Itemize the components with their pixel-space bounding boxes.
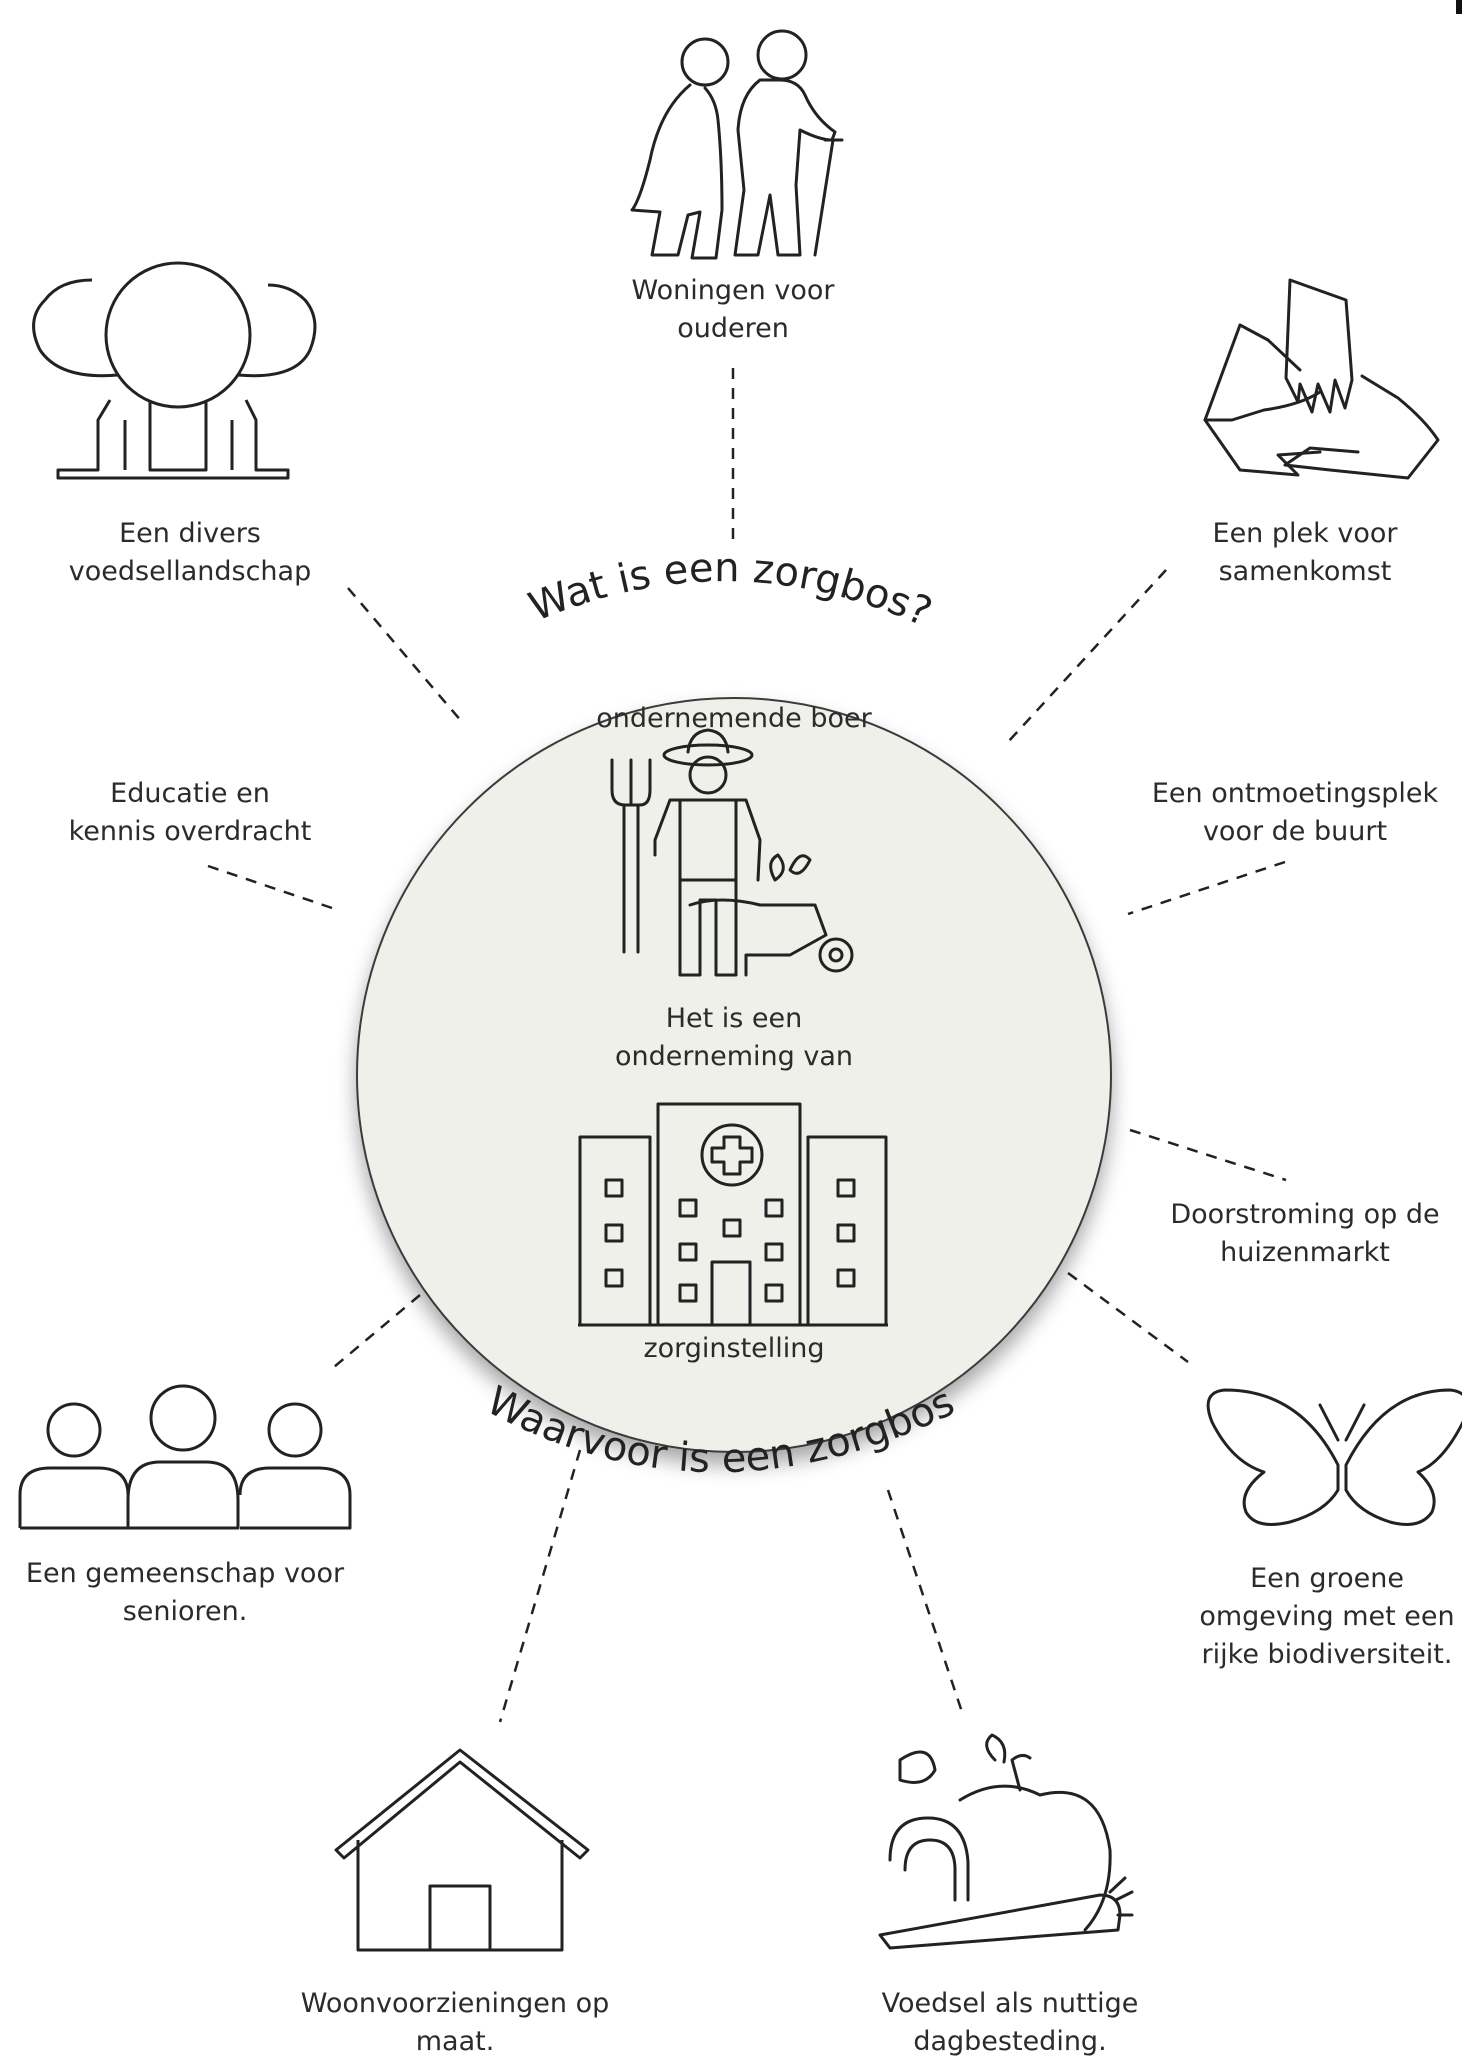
trees-icon: [32, 261, 317, 480]
label-line: Een groene: [1250, 1563, 1404, 1594]
label-biodiversity: Een groene omgeving met een rijke biodiv…: [1192, 1560, 1462, 1674]
label-education: Educatie en kennis overdracht: [40, 775, 340, 851]
label-line: maat.: [415, 2026, 495, 2057]
farmer-icon: [610, 728, 854, 977]
elderly-couple-icon: [630, 29, 844, 260]
connector-right-lower: [1129, 1128, 1287, 1182]
connector-top-right: [1007, 569, 1167, 743]
stacked-hands-icon: [1203, 278, 1440, 480]
label-senior-community: Een gemeenschap voor senioren.: [10, 1555, 360, 1631]
label-food-activity: Voedsel als nuttige dagbesteding.: [860, 1985, 1160, 2061]
connector-bottom-right: [1067, 1271, 1189, 1364]
label-line: omgeving met een: [1199, 1601, 1455, 1632]
label-line: Het is een: [665, 1003, 803, 1034]
label-neighbourhood: Een ontmoetingsplek voor de buurt: [1135, 775, 1455, 851]
fruit-vegetables-icon: [878, 1733, 1134, 1950]
label-line: huizenmarkt: [1220, 1237, 1390, 1268]
hospital-icon: [578, 1102, 888, 1327]
label-line: onderneming van: [614, 1041, 853, 1072]
label-line: ondernemende boer: [596, 703, 872, 734]
label-line: Een gemeenschap voor: [25, 1558, 345, 1589]
label-line: kennis overdracht: [68, 816, 312, 847]
label-line: ouderen: [677, 313, 789, 344]
label-line: Voedsel als nuttige: [881, 1988, 1139, 2019]
center-circle: [356, 697, 1112, 1453]
label-food-landscape: Een divers voedsellandschap: [40, 515, 340, 591]
center-middle-text: Het is een onderneming van: [574, 1000, 894, 1076]
label-line: rijke biodiversiteit.: [1201, 1639, 1453, 1670]
label-line: samenkomst: [1218, 556, 1392, 587]
label-line: Een divers: [119, 518, 261, 549]
connector-bottom-house: [498, 1449, 582, 1723]
label-line: senioren.: [122, 1596, 248, 1627]
label-line: voedsellandschap: [68, 556, 312, 587]
people-group-icon: [18, 1384, 352, 1530]
label-line: zorginstelling: [643, 1333, 825, 1364]
label-line: Educatie en: [110, 778, 270, 809]
label-housing-flow: Doorstroming op de huizenmarkt: [1150, 1196, 1460, 1272]
heading-top: Wat is een zorgbos?: [523, 545, 939, 636]
label-line: Een ontmoetingsplek: [1151, 778, 1439, 809]
connector-top-left: [347, 587, 463, 723]
connector-right: [1127, 860, 1286, 916]
label-line: dagbesteding.: [913, 2026, 1107, 2057]
label-line: Doorstroming op de: [1170, 1199, 1440, 1230]
label-line: Woonvoorzieningen op: [300, 1988, 610, 2019]
connector-left: [207, 864, 333, 910]
center-institution-label: zorginstelling: [574, 1330, 894, 1368]
connector-bottom-left: [327, 1294, 421, 1373]
house-icon: [334, 1748, 590, 1952]
connector-lines: [207, 368, 1287, 1723]
corner-mark: [1456, 0, 1462, 14]
label-line: Woningen voor: [631, 275, 835, 306]
label-meeting-place: Een plek voor samenkomst: [1170, 515, 1440, 591]
center-farmer-label: ondernemende boer: [574, 700, 894, 738]
butterfly-icon: [1206, 1388, 1462, 1526]
label-line: Een plek voor: [1212, 518, 1398, 549]
label-line: voor de buurt: [1202, 816, 1388, 847]
connector-bottom-food: [886, 1489, 964, 1713]
label-custom-housing: Woonvoorzieningen op maat.: [280, 1985, 630, 2061]
label-elderly-homes: Woningen voor ouderen: [593, 272, 873, 348]
